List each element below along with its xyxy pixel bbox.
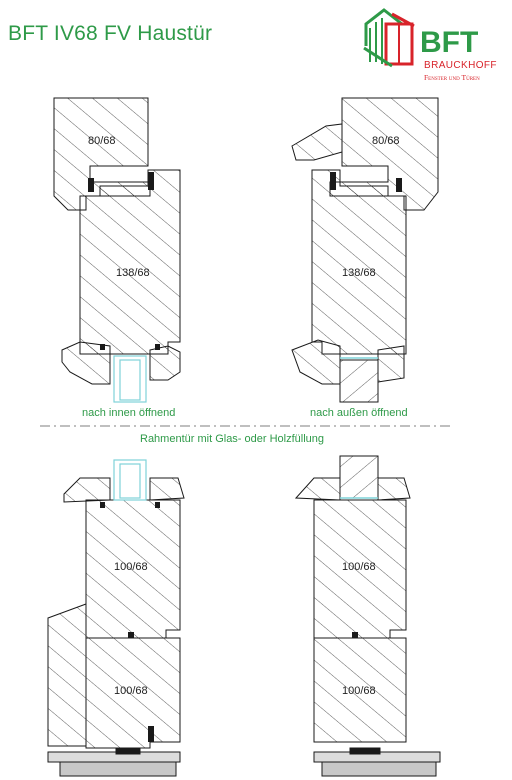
door-stop-left [47,603,87,747]
logo-mark: BFT [420,26,478,59]
wood-infill-right-bottom [339,455,379,499]
page-title: BFT IV68 FV Haustür [8,22,213,45]
logo-name: BRAUCKHOFF [424,60,497,71]
left-top-section [53,97,181,385]
lower-rail-right [313,637,407,743]
bottom-bead-left [63,477,111,503]
upper-label-right-bottom: 100/68 [342,561,376,573]
bft-logo: BFT BRAUCKHOFF Fenster und Türen [363,8,497,82]
upper-label-left-bottom: 100/68 [114,561,148,573]
glazing-bead-right-left [149,345,181,381]
right-top-section [291,97,439,403]
threshold-left [47,747,181,777]
lower-label-right-bottom: 100/68 [342,685,376,697]
divider-caption: Rahmentür mit Glas- oder Holzfüllung [140,433,324,445]
frame-nose-right [291,123,343,161]
threshold-right [313,747,441,777]
sash-label-right-top: 138/68 [342,267,376,279]
bottom-bead-inner-right [377,477,411,501]
frame-label-right-top: 80/68 [372,135,400,147]
right-bottom-section [294,455,411,743]
wood-infill-right-top [339,359,379,403]
bottom-bead-outer-right [294,477,341,501]
glazing-bead-outer-right [291,339,341,385]
seal-strip-right [340,357,378,499]
sash-profile-right [311,169,407,355]
glazing-bead-inner-right [377,345,405,383]
glass-pane-left [113,355,147,501]
caption-outward: nach außen öffnend [310,407,408,419]
frame-label-left-top: 80/68 [88,135,116,147]
caption-inward: nach innen öffnend [82,407,175,419]
left-bottom-section [47,477,185,749]
bottom-bead-right-left [149,477,185,501]
lower-label-left-bottom: 100/68 [114,685,148,697]
gasket-details [88,172,402,742]
sash-label-left-top: 138/68 [116,267,150,279]
house-window-icon [363,8,415,68]
glazing-bead-left [61,341,111,385]
sash-profile-left [79,169,181,355]
logo-tagline: Fenster und Türen [424,73,480,82]
